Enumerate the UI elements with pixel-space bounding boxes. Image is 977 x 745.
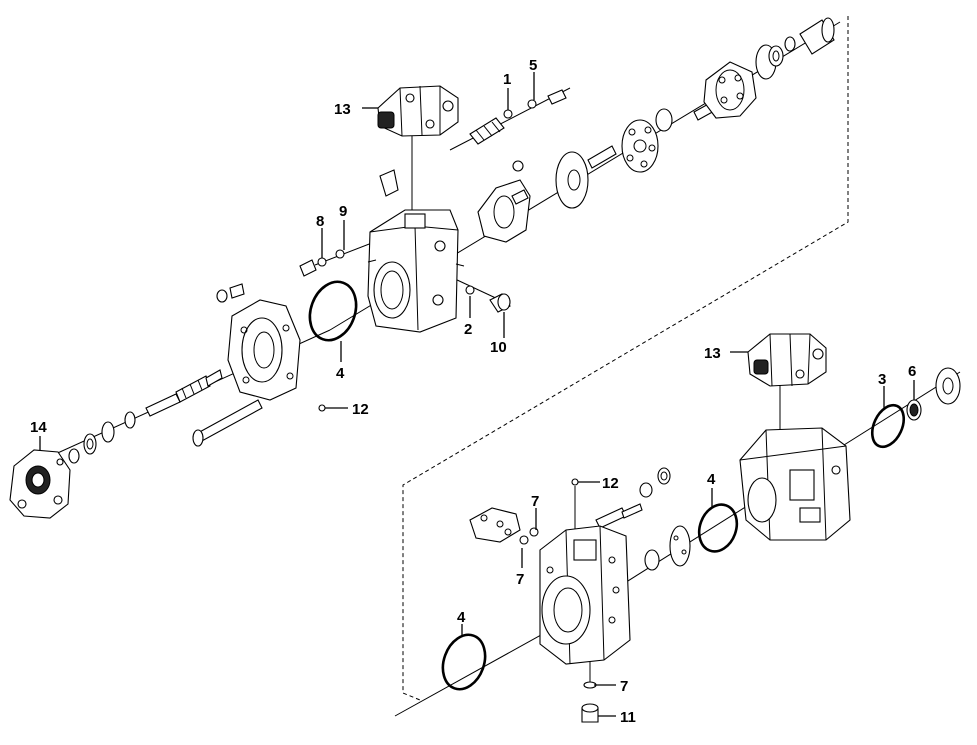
shoe-plate-upper [555,151,589,209]
retainer-plate-upper [621,119,659,173]
callout-11: 11 [620,709,636,726]
callout-4-lower-left: 4 [457,609,466,626]
regulator-14 [9,449,71,519]
bracket-upper [379,169,399,197]
regulator-lower-13 [747,333,827,387]
callout-1: 1 [503,71,511,88]
callout-5: 5 [529,57,537,74]
callout-9: 9 [339,203,347,220]
callout-8: 8 [316,213,324,230]
callout-13-upper: 13 [334,101,351,118]
rings-left-shaft [68,411,136,464]
callout-3: 3 [878,371,886,388]
o-ring-4-lower-left [441,633,487,691]
end-parts-lower-right [870,367,961,449]
long-bolt-upper [192,399,263,447]
callout-labels: 13 1 5 8 9 2 10 4 12 14 13 3 6 4 12 7 7 … [30,57,916,726]
nuts-near-flange [216,283,245,303]
callout-4-upper: 4 [336,365,345,382]
regulator-upper-13 [377,85,459,137]
valve-spool-upper [469,89,567,145]
o-ring-4-lower-right [697,503,739,553]
dashed-boundary [402,16,849,701]
spherical-bush-upper [655,108,673,132]
end-bearing-upper [784,17,835,55]
callout-12-lower: 12 [602,475,619,492]
leader-dots [318,404,579,486]
mounting-flange-upper [227,299,301,401]
pump-housing-upper [367,209,465,333]
callout-14: 14 [30,419,47,436]
fitting-8-9 [299,249,345,277]
leader-lines [39,72,915,717]
callout-4-lower-right: 4 [707,471,716,488]
callout-6: 6 [908,363,916,380]
valve-plate-upper [755,44,784,80]
callout-7-top: 7 [531,493,539,510]
callout-2: 2 [464,321,472,338]
pump-housing-lower-right [739,427,851,541]
drive-shaft-upper [145,369,223,417]
callout-7-bottom: 7 [620,678,628,695]
o-ring-4-upper [308,280,358,342]
pump-housing-lower-center [539,525,631,665]
cylinder-block-upper [703,61,757,119]
plug-11-7 [581,681,599,723]
swash-plate-upper [477,160,531,243]
callout-13-lower: 13 [704,345,721,362]
callout-7-left: 7 [516,571,524,588]
plug-2-10 [465,285,511,313]
valve-block-lower [469,507,539,545]
internal-parts-lower [595,467,691,571]
callout-12-upper: 12 [352,401,369,418]
callout-10: 10 [490,339,507,356]
